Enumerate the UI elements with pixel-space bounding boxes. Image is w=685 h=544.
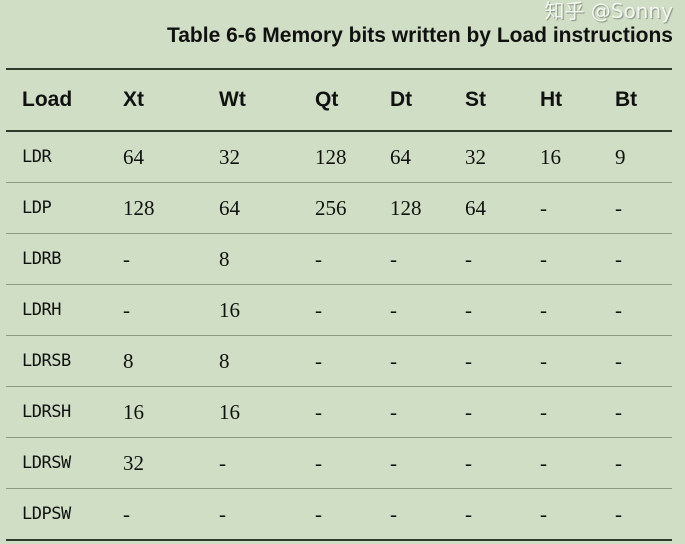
instruction-name: LDPSW bbox=[22, 504, 71, 524]
table-cell: 32 bbox=[465, 145, 486, 169]
table-cell: - bbox=[390, 298, 397, 322]
table-cell: - bbox=[465, 400, 472, 424]
column-header: St bbox=[465, 88, 486, 111]
table-cell: 256 bbox=[315, 196, 347, 220]
table-cell: - bbox=[123, 502, 130, 526]
table-cell: - bbox=[615, 400, 622, 424]
table-cell: - bbox=[615, 298, 622, 322]
table-cell: - bbox=[540, 349, 547, 373]
table-cell: - bbox=[390, 400, 397, 424]
table-row: LDRSW 32 - - - - - - bbox=[6, 438, 672, 489]
instruction-name: LDRSB bbox=[22, 351, 71, 371]
instruction-name: LDP bbox=[22, 198, 52, 218]
table-cell: - bbox=[390, 349, 397, 373]
table-cell: 16 bbox=[219, 400, 240, 424]
table-cell: - bbox=[615, 247, 622, 271]
column-header: Dt bbox=[390, 88, 413, 111]
table-cell: - bbox=[465, 502, 472, 526]
instruction-name: LDRSH bbox=[22, 402, 71, 422]
table-cell: - bbox=[390, 502, 397, 526]
table-cell: 16 bbox=[123, 400, 144, 424]
table-cell: 128 bbox=[390, 196, 422, 220]
table-cell: - bbox=[615, 196, 622, 220]
table-cell: - bbox=[219, 502, 226, 526]
table-cell: 64 bbox=[390, 145, 411, 169]
table-cell: - bbox=[540, 196, 547, 220]
table-cell: - bbox=[540, 247, 547, 271]
table-cell: - bbox=[540, 451, 547, 475]
table-cell: - bbox=[390, 247, 397, 271]
instruction-name: LDRSW bbox=[22, 453, 71, 473]
table-cell: 128 bbox=[315, 145, 347, 169]
table-cell: - bbox=[465, 247, 472, 271]
instruction-name: LDR bbox=[22, 147, 52, 167]
instruction-name: LDRB bbox=[22, 249, 61, 269]
table-cell: - bbox=[615, 502, 622, 526]
table-cell: 32 bbox=[123, 451, 144, 475]
column-header: Load bbox=[22, 88, 73, 111]
table-cell: - bbox=[315, 400, 322, 424]
table-cell: - bbox=[315, 502, 322, 526]
table-cell: 64 bbox=[219, 196, 240, 220]
table-cell: 16 bbox=[540, 145, 561, 169]
table-row: LDRH - 16 - - - - - bbox=[6, 285, 672, 336]
table-row: LDRB - 8 - - - - - bbox=[6, 234, 672, 285]
table-cell: - bbox=[540, 400, 547, 424]
table-cell: - bbox=[315, 349, 322, 373]
watermark: 知乎 @Sonny bbox=[544, 0, 673, 23]
instruction-name: LDRH bbox=[22, 300, 61, 320]
table-cell: 32 bbox=[219, 145, 240, 169]
table-cell: 9 bbox=[615, 145, 626, 169]
table-cell: - bbox=[315, 247, 322, 271]
table-row: LDPSW - - - - - - - bbox=[6, 489, 672, 541]
table-cell: 64 bbox=[465, 196, 486, 220]
table-cell: - bbox=[465, 451, 472, 475]
table-cell: - bbox=[465, 298, 472, 322]
table-cell: - bbox=[540, 502, 547, 526]
table-cell: - bbox=[390, 451, 397, 475]
table-row: LDR 64 32 128 64 32 16 9 bbox=[6, 132, 672, 183]
table-cell: - bbox=[615, 451, 622, 475]
table-cell: - bbox=[123, 298, 130, 322]
table-cell: 8 bbox=[219, 349, 230, 373]
table-header-row: Load Xt Wt Qt Dt St Ht Bt bbox=[6, 68, 672, 132]
table-row: LDRSB 8 8 - - - - - bbox=[6, 336, 672, 387]
table-cell: 8 bbox=[219, 247, 230, 271]
table-cell: 16 bbox=[219, 298, 240, 322]
table-cell: - bbox=[123, 247, 130, 271]
column-header: Wt bbox=[219, 88, 246, 111]
table-cell: - bbox=[219, 451, 226, 475]
table-title: Table 6-6 Memory bits written by Load in… bbox=[166, 24, 673, 47]
table-row: LDRSH 16 16 - - - - - bbox=[6, 387, 672, 438]
table-cell: - bbox=[465, 349, 472, 373]
column-header: Xt bbox=[123, 88, 144, 111]
table-cell: - bbox=[540, 298, 547, 322]
table-cell: - bbox=[615, 349, 622, 373]
table-cell: - bbox=[315, 298, 322, 322]
table-cell: 128 bbox=[123, 196, 155, 220]
column-header: Bt bbox=[615, 88, 638, 111]
table-cell: 8 bbox=[123, 349, 134, 373]
column-header: Ht bbox=[540, 88, 563, 111]
table-row: LDP 128 64 256 128 64 - - bbox=[6, 183, 672, 234]
table-cell: - bbox=[315, 451, 322, 475]
column-header: Qt bbox=[315, 88, 339, 111]
table-cell: 64 bbox=[123, 145, 144, 169]
